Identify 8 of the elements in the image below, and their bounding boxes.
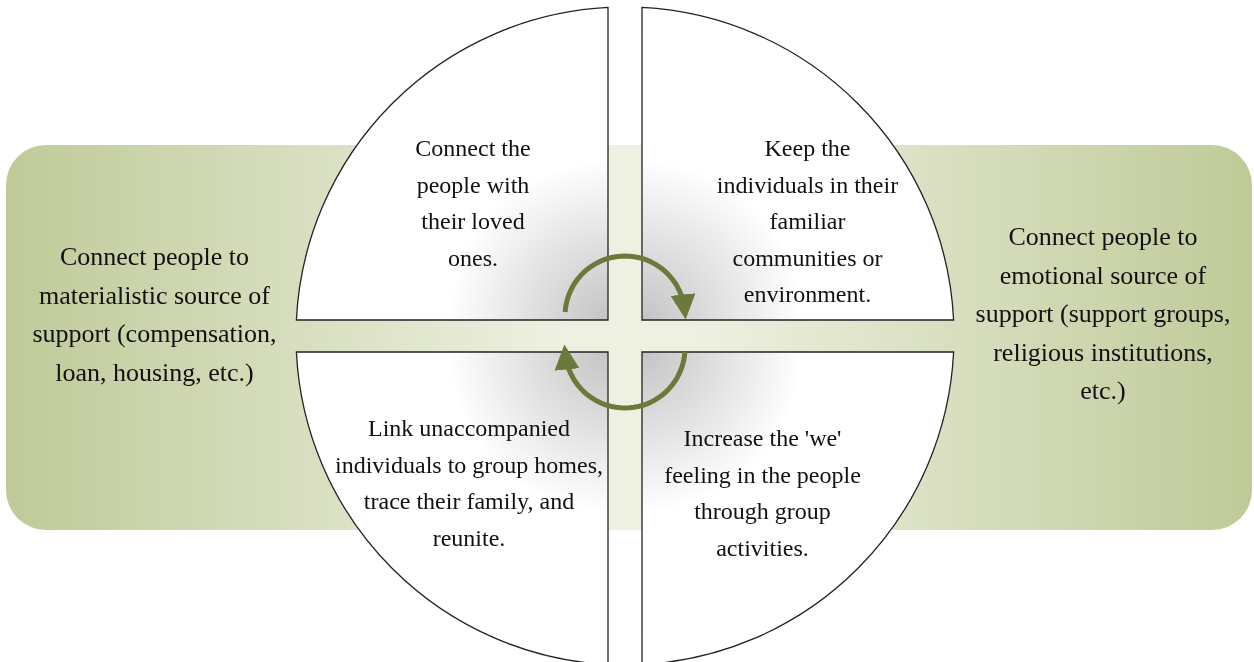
band-text: Connect people to emotional source of support (support groups, religious institutions, etc.) [974,221,1232,407]
cycle-arrow [562,253,696,320]
segment-text: Increase the 'we' feeling in the people through group activities. [663,424,862,563]
segment-text: Keep the individuals in their familiar communities or environment. [715,134,900,309]
segment-text: Link unaccompanied individuals to group homes, trace their family, and reunite. [335,414,603,553]
segment-text: Connect the people with their loved ones. [414,134,532,273]
band-text: Connect people to materialistic source of support (compensation, loan, housing, etc.) [31,241,278,389]
cycle-arrow [554,344,688,411]
